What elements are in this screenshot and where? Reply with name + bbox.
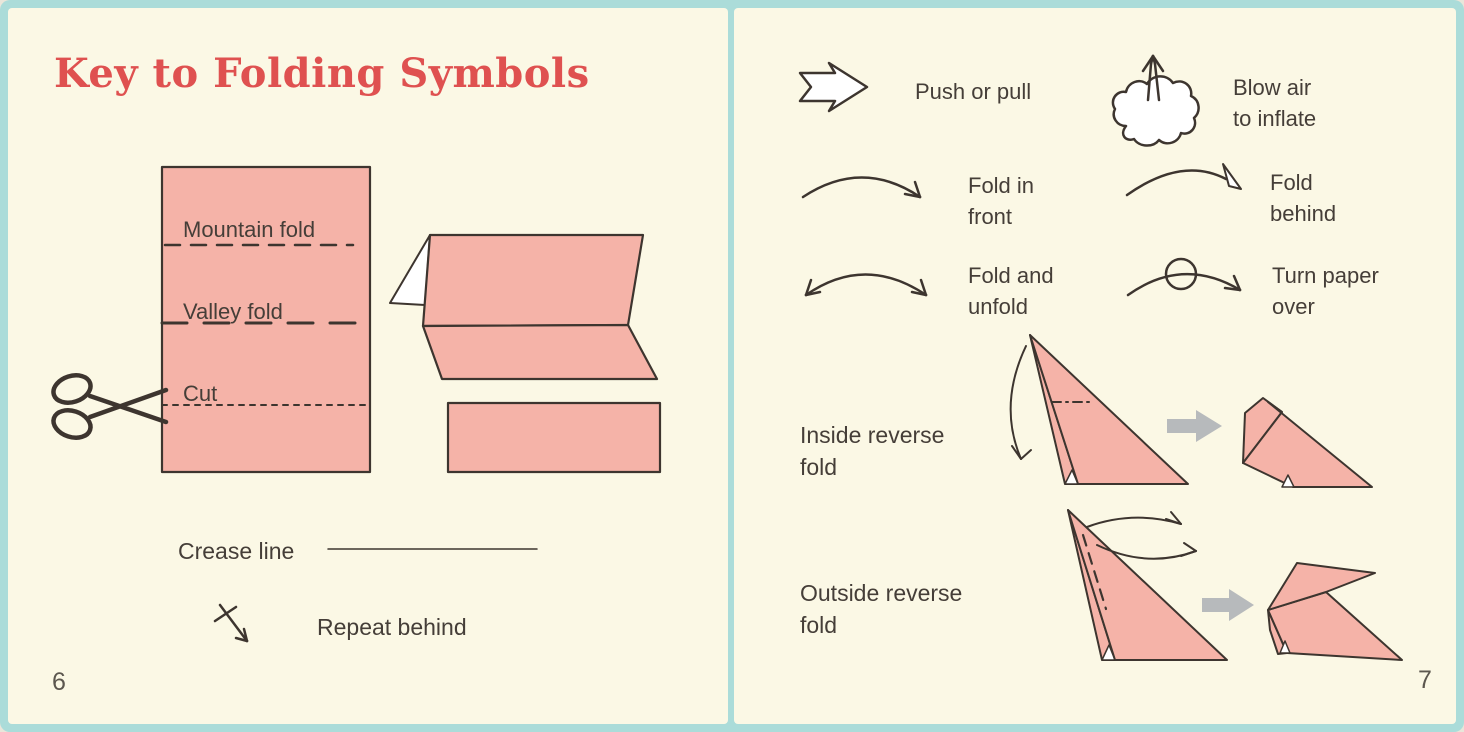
right-page-number: 7 xyxy=(1418,666,1432,694)
crease-line-label: Crease line xyxy=(178,538,295,564)
fold-key-square xyxy=(160,165,372,474)
fold-and-unfold-arrow-icon xyxy=(804,273,928,297)
turn-paper-over-icon xyxy=(1126,257,1242,297)
page-title: Key to Folding Symbols xyxy=(54,50,590,97)
step-arrow-icon xyxy=(1202,589,1254,621)
left-page: Key to Folding Symbols Mountain fold Val… xyxy=(8,8,728,724)
push-pull-label: Push or pull xyxy=(915,79,1032,104)
outside-reverse-label: Outside reverse fold xyxy=(800,580,963,638)
valley-fold-label: Valley fold xyxy=(183,299,283,324)
fold-behind-label: Fold behind xyxy=(1270,170,1337,226)
push-pull-arrow-icon xyxy=(798,61,869,113)
left-page-number: 6 xyxy=(52,668,66,696)
step-arrow-icon xyxy=(1167,410,1222,442)
repeat-behind-label: Repeat behind xyxy=(317,614,467,640)
fold-in-front-arrow-icon xyxy=(801,176,922,199)
mountain-fold-label: Mountain fold xyxy=(183,217,316,242)
blow-air-cloud-icon xyxy=(1111,54,1200,147)
scissors-icon xyxy=(51,373,169,440)
inside-reverse-result-diagram xyxy=(1242,397,1373,488)
cut-strip-diagram xyxy=(446,401,662,474)
right-page: Push or pull Blow air to inflate Fold in… xyxy=(734,8,1456,724)
fold-behind-arrow-icon xyxy=(1125,163,1242,197)
left-page-diagrams xyxy=(51,165,662,643)
fold-and-unfold-label: Fold and unfold xyxy=(968,263,1054,319)
blow-air-label: Blow air to inflate xyxy=(1233,75,1317,131)
cut-label: Cut xyxy=(183,381,218,406)
inside-reverse-start-diagram xyxy=(1009,334,1189,485)
repeat-behind-arrow-icon xyxy=(213,603,249,643)
turn-paper-over-label: Turn paper over xyxy=(1272,263,1379,319)
inside-reverse-label: Inside reverse fold xyxy=(800,422,945,480)
right-page-diagrams xyxy=(798,54,1403,661)
outside-reverse-result-diagram xyxy=(1267,562,1403,661)
outside-reverse-start-diagram xyxy=(1067,509,1228,661)
fold-in-front-label: Fold in front xyxy=(968,173,1035,229)
folded-paper-diagram xyxy=(389,233,659,381)
